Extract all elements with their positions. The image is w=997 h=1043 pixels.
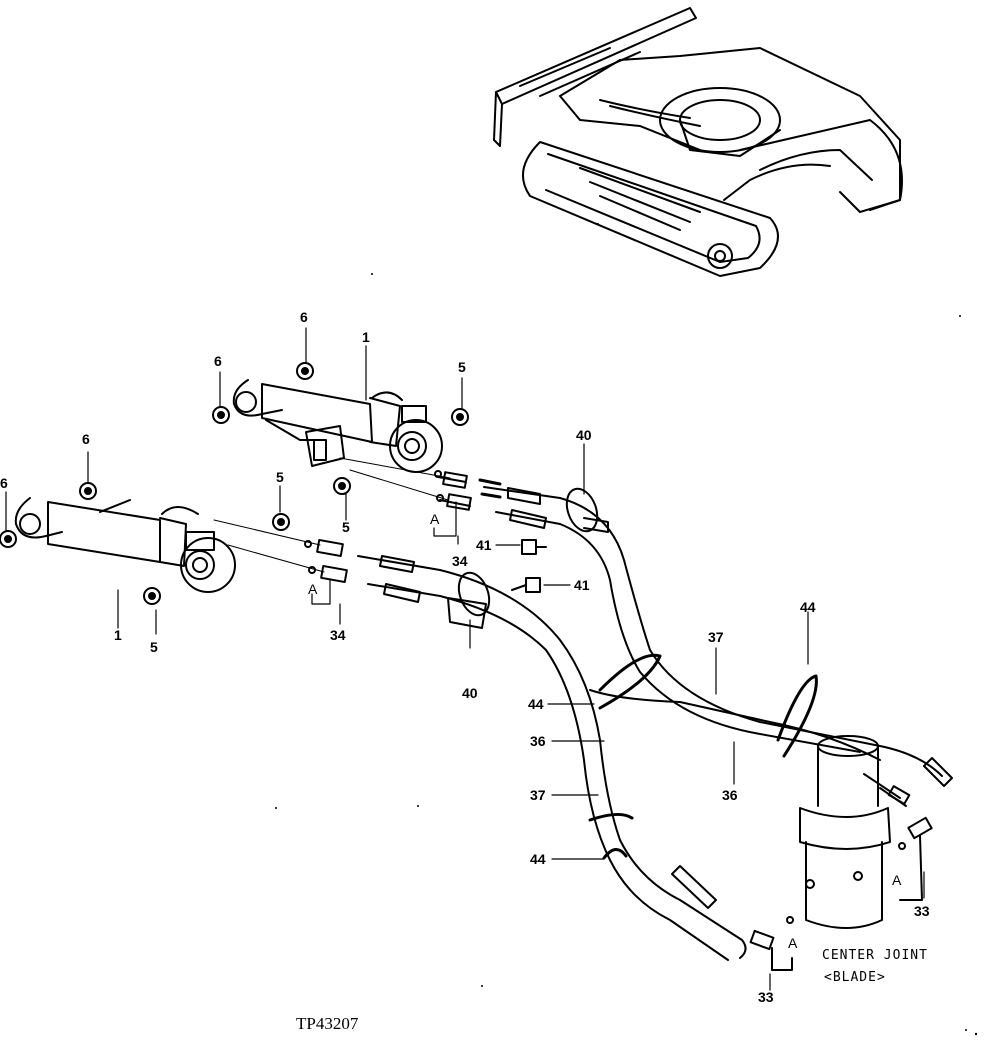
callout-44: 44 bbox=[530, 851, 546, 867]
callout-40: 40 bbox=[576, 427, 592, 443]
callout-a: A bbox=[430, 511, 440, 527]
callout-6: 6 bbox=[82, 431, 90, 447]
callout-6: 6 bbox=[0, 475, 8, 491]
washer-5-lower-top bbox=[272, 513, 290, 531]
washer-6-upper-left bbox=[212, 406, 230, 424]
callout-36: 36 bbox=[530, 733, 546, 749]
callout-1: 1 bbox=[114, 627, 122, 643]
callout-44: 44 bbox=[528, 696, 544, 712]
callout-5: 5 bbox=[342, 519, 350, 535]
hose-clamps-40 bbox=[447, 487, 609, 629]
excavator-undercarriage-illustration bbox=[493, 7, 903, 277]
callout-6: 6 bbox=[300, 309, 308, 325]
callout-5: 5 bbox=[150, 639, 158, 655]
callout-a: A bbox=[892, 872, 902, 888]
callout-a: A bbox=[308, 581, 318, 597]
bolt-41-lower bbox=[525, 577, 541, 593]
callout-41: 41 bbox=[574, 577, 590, 593]
washer-6-upper-top bbox=[296, 362, 314, 380]
leader-lines bbox=[5, 327, 925, 991]
drawing-code: TP43207 bbox=[296, 1014, 359, 1033]
washer-6-lower-top bbox=[79, 482, 97, 500]
center-joint-sublabel: <BLADE> bbox=[824, 970, 886, 985]
callout-5: 5 bbox=[276, 469, 284, 485]
cable-straps-44 bbox=[588, 653, 818, 860]
callout-37: 37 bbox=[530, 787, 546, 803]
center-joint-blade bbox=[799, 735, 911, 929]
callout-6: 6 bbox=[214, 353, 222, 369]
callout-33: 33 bbox=[758, 989, 774, 1005]
callout-1: 1 bbox=[362, 329, 370, 345]
callout-34: 34 bbox=[330, 627, 346, 643]
callout-5: 5 bbox=[458, 359, 466, 375]
callout-41: 41 bbox=[476, 537, 492, 553]
lower-blade-cylinder bbox=[14, 497, 236, 593]
fittings-33 bbox=[749, 816, 933, 971]
callout-34: 34 bbox=[452, 553, 468, 569]
callout-a: A bbox=[788, 935, 798, 951]
callout-44: 44 bbox=[800, 599, 816, 615]
adapter-fittings-34 bbox=[304, 470, 472, 583]
washer-6-lower-left bbox=[0, 530, 17, 548]
callout-37: 37 bbox=[708, 629, 724, 645]
washer-5-lower-bottom bbox=[143, 587, 161, 605]
hydraulic-hoses bbox=[357, 478, 953, 961]
callout-40: 40 bbox=[462, 685, 478, 701]
scan-specks bbox=[275, 223, 978, 1036]
callout-33: 33 bbox=[914, 903, 930, 919]
washer-5-upper-right bbox=[451, 408, 469, 426]
upper-blade-cylinder bbox=[232, 379, 443, 473]
callout-36: 36 bbox=[722, 787, 738, 803]
center-joint-label: CENTER JOINT bbox=[822, 948, 928, 963]
bolt-41-upper bbox=[521, 539, 537, 555]
